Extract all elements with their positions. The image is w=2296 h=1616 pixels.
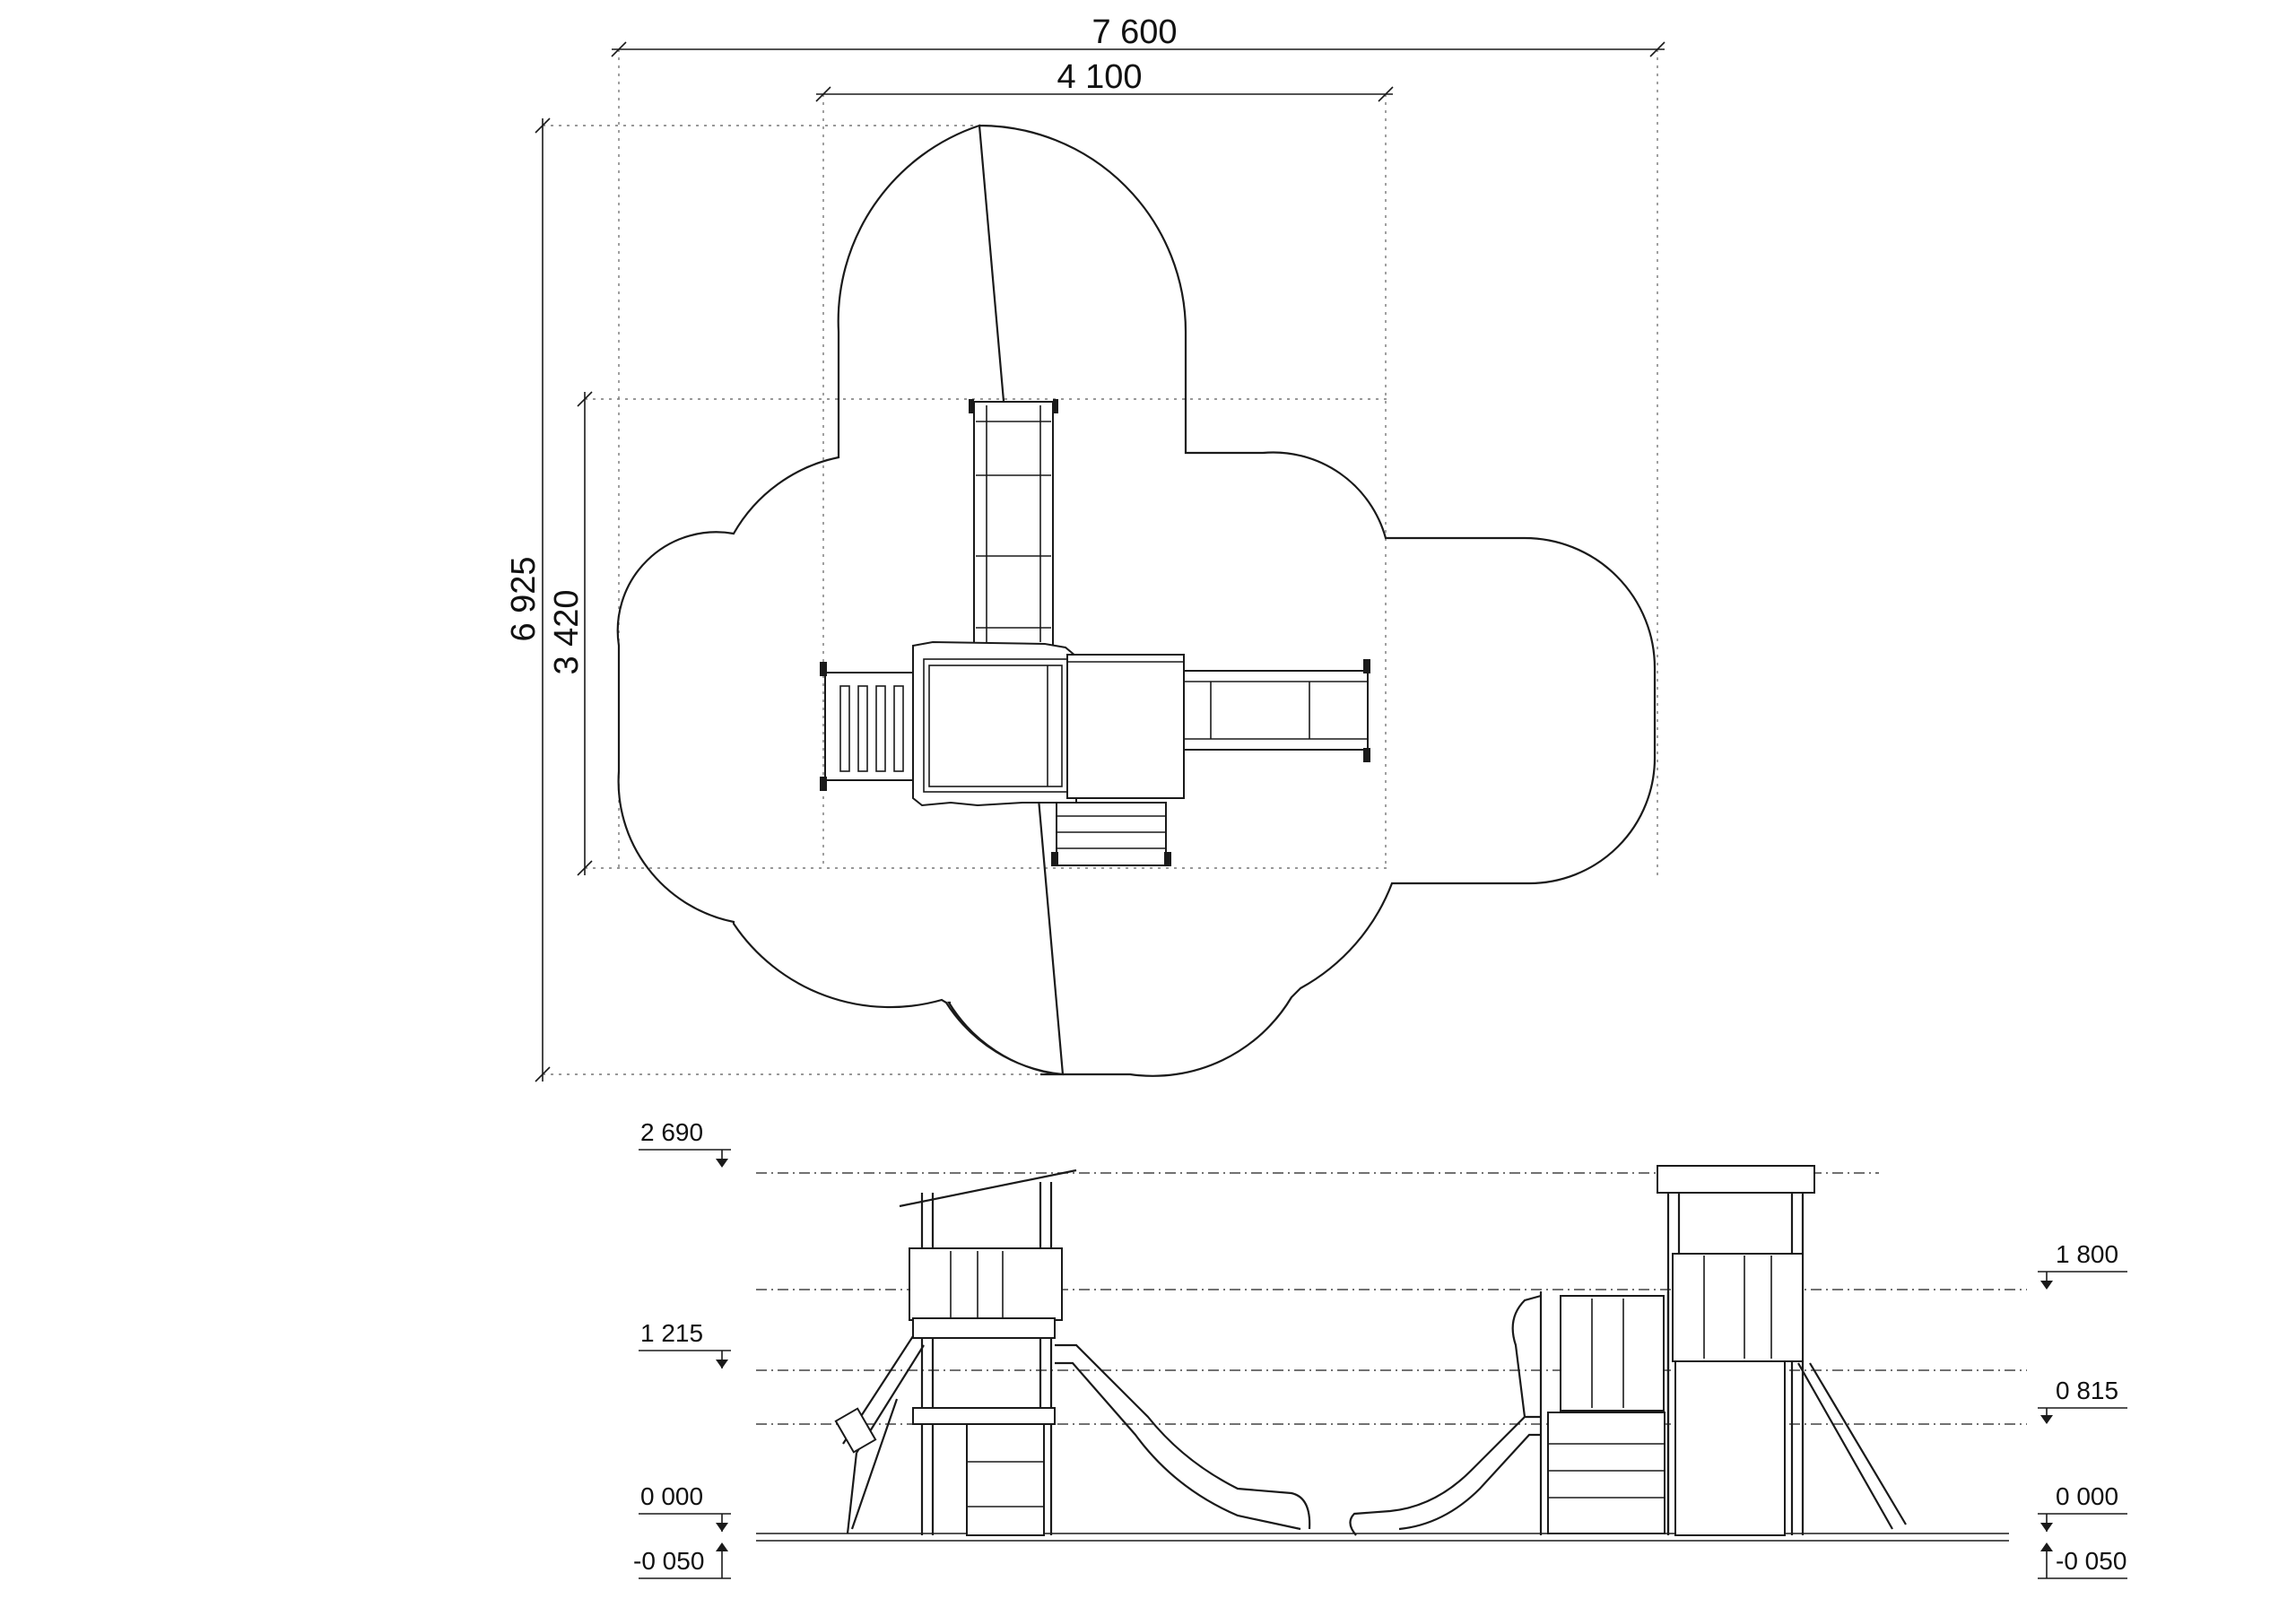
level-label-0000-right: 0 000 <box>2056 1482 2118 1510</box>
dim-overall-width: 7 600 <box>1091 13 1177 51</box>
left-structure <box>834 1169 1311 1536</box>
safety-zone-outline <box>616 124 1657 1077</box>
dim-inner-width: 4 100 <box>1057 58 1142 96</box>
level-lines <box>756 1172 2027 1542</box>
level-markers-left <box>639 1149 731 1579</box>
elevation-view: 2 690 1 215 0 000 -0 050 1 800 0 815 0 0… <box>633 1118 2127 1579</box>
dim-inner-depth: 3 420 <box>548 589 586 674</box>
level-markers-right <box>2038 1271 2127 1579</box>
dim-overall-depth: 6 925 <box>505 556 543 641</box>
level-label-minus-0050-right: -0 050 <box>2056 1547 2126 1575</box>
construction-lines <box>543 49 1658 1075</box>
plan-structure <box>820 399 1370 866</box>
level-label-minus-0050-left: -0 050 <box>633 1547 704 1575</box>
level-label-2690: 2 690 <box>640 1118 703 1146</box>
level-label-1800: 1 800 <box>2056 1240 2118 1268</box>
level-label-0815: 0 815 <box>2056 1377 2118 1404</box>
right-structure <box>1349 1165 1907 1536</box>
plan-dimension-lines <box>535 41 1665 1082</box>
level-label-0000-left: 0 000 <box>640 1482 703 1510</box>
level-label-1215: 1 215 <box>640 1319 703 1347</box>
plan-view: 7 600 4 100 6 925 3 420 <box>505 13 1665 1082</box>
